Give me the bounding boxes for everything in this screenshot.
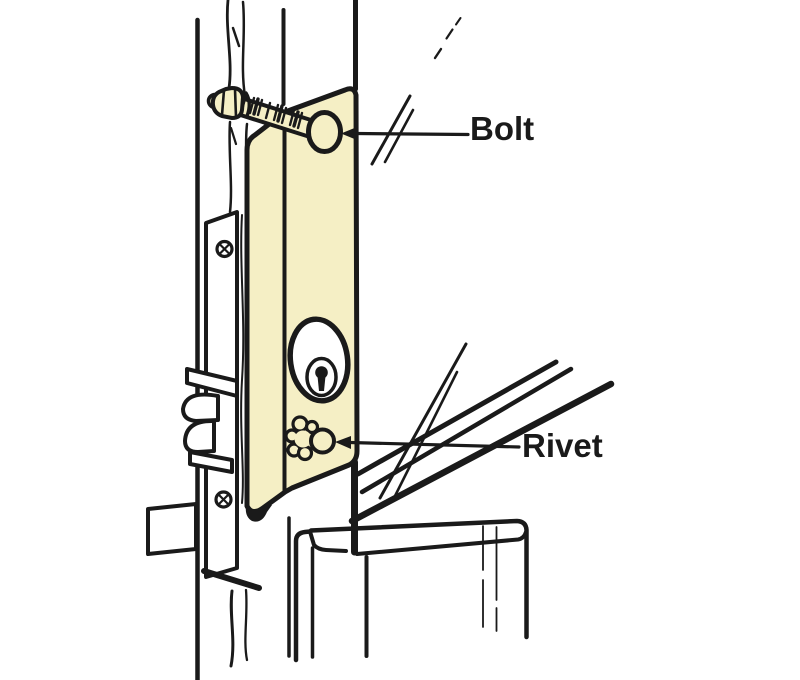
door-jamb: [146, 0, 249, 680]
strike-plate: [181, 210, 262, 591]
door-stile: [281, 0, 358, 658]
bolt-callout: [341, 127, 470, 140]
glass-hatch-marks-upper: [370, 94, 415, 166]
lock-cylinder: [287, 316, 351, 404]
rivet-leader-line: [348, 440, 521, 449]
rivet-label: Rivet: [522, 427, 603, 464]
bolt-arrowhead: [341, 127, 357, 140]
channel-near-rim: [355, 530, 528, 556]
latch-bolt: [181, 367, 239, 474]
guard-plate-body: [244, 86, 360, 514]
channel-far-rim: [308, 518, 529, 640]
bolt-head: [306, 110, 343, 154]
bolt-washer-arc: [244, 91, 251, 118]
channel-u-bend: [308, 529, 348, 553]
glass-dash-marks-top: [433, 17, 462, 60]
channel-left-wall: [293, 529, 313, 663]
rivet-callout: [335, 436, 521, 449]
screw-bottom: [214, 490, 233, 509]
screw-x-icon: [218, 243, 231, 255]
rivet-tail: [284, 415, 320, 462]
screw-top: [215, 239, 234, 259]
wood-grain-bottom: [229, 588, 249, 668]
guard-plate: [244, 86, 360, 514]
carriage-bolt: [206, 86, 343, 154]
lock-body-bottom-edge: [201, 568, 262, 591]
bolt-nut-facets: [220, 87, 238, 119]
latch-tab: [146, 502, 198, 556]
bottom-channel: [293, 518, 529, 663]
screw-x-icon: [217, 493, 230, 506]
bolt-leader-line: [354, 131, 470, 137]
rivet-arrowhead: [335, 436, 351, 449]
bolt-label: Bolt: [470, 110, 535, 147]
wood-grain-middle: [240, 214, 245, 504]
bolt-nut: [210, 86, 245, 120]
rivet: [284, 415, 336, 462]
bolt-thread-shadows: [252, 97, 300, 128]
glass-hatch-marks: [378, 342, 468, 502]
keyhole-icon: [315, 366, 328, 391]
rivet-head: [309, 427, 336, 455]
